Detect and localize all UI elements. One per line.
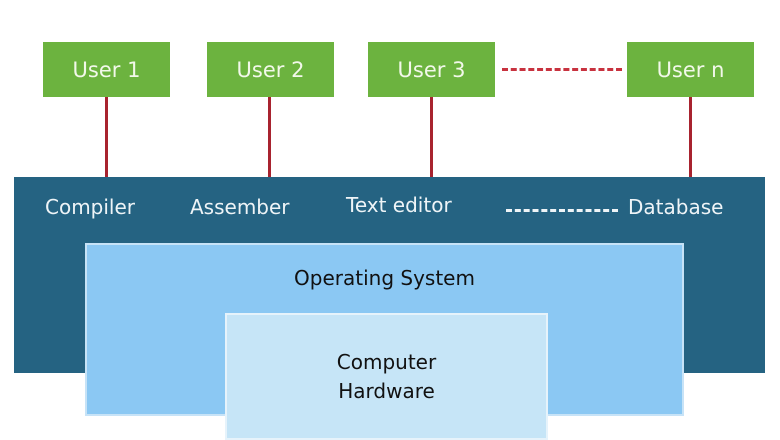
hardware-label-line2: Hardware — [338, 378, 435, 403]
user-n-box: User n — [627, 42, 754, 97]
app-compiler: Compiler — [45, 195, 136, 219]
user-2-box: User 2 — [207, 42, 334, 97]
user-3-connector — [430, 97, 433, 177]
apps-ellipsis-dash — [506, 209, 618, 212]
app-assembler: Assember — [190, 195, 290, 219]
app-text-editor: Text editor — [346, 193, 452, 217]
hardware-label-line1: Computer — [336, 349, 437, 374]
user-1-box: User 1 — [43, 42, 170, 97]
user-n-label: User n — [656, 57, 725, 82]
user-1-label: User 1 — [72, 57, 141, 82]
app-database: Database — [628, 195, 724, 219]
user-n-connector — [689, 97, 692, 177]
user-2-connector — [268, 97, 271, 177]
computer-hardware-layer: Computer Hardware — [225, 313, 548, 440]
user-3-label: User 3 — [397, 57, 466, 82]
operating-system-label: Operating System — [294, 266, 475, 290]
user-2-label: User 2 — [236, 57, 305, 82]
users-ellipsis-dash — [502, 68, 622, 71]
user-1-connector — [105, 97, 108, 177]
user-3-box: User 3 — [368, 42, 495, 97]
